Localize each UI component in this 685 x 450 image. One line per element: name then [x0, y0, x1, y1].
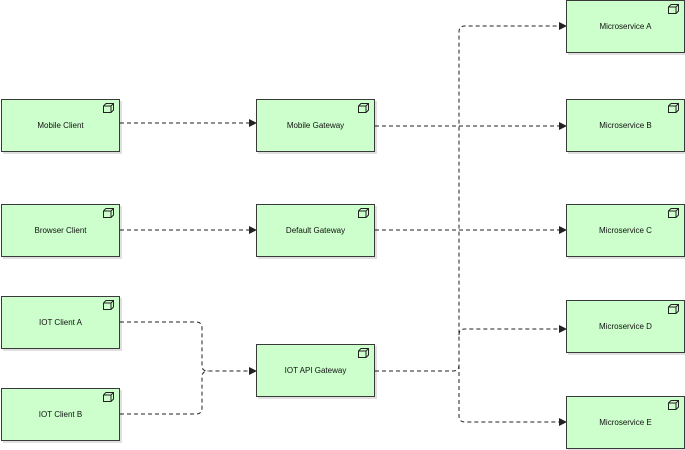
node-microservice-e[interactable]: Microservice E: [566, 396, 685, 449]
node-label: IOT Client A: [39, 318, 82, 327]
node-microservice-a[interactable]: Microservice A: [566, 0, 685, 53]
node-icon: [358, 348, 369, 358]
node-label: Microservice C: [599, 226, 652, 235]
node-default-gateway[interactable]: Default Gateway: [256, 204, 375, 257]
node-icon: [668, 304, 679, 314]
node-label: IOT API Gateway: [284, 366, 347, 375]
node-mobile-gateway[interactable]: Mobile Gateway: [256, 99, 375, 152]
node-icon: [358, 103, 369, 113]
node-label: Microservice A: [599, 22, 652, 31]
node-iot-client-a[interactable]: IOT Client A: [1, 296, 120, 349]
node-icon: [668, 4, 679, 14]
node-icon: [103, 103, 114, 113]
edge-iot-api-gateway-to-microservice-a: [375, 22, 567, 372]
node-label: Browser Client: [34, 226, 87, 235]
node-label: Microservice B: [599, 121, 652, 130]
edge-iot-client-b-to-iot-api-gateway: [120, 370, 209, 415]
node-label: Mobile Gateway: [286, 121, 345, 130]
node-label: Microservice E: [599, 418, 652, 427]
node-microservice-c[interactable]: Microservice C: [566, 204, 685, 257]
node-microservice-b[interactable]: Microservice B: [566, 99, 685, 152]
node-mobile-client[interactable]: Mobile Client: [1, 99, 120, 152]
node-icon: [358, 208, 369, 218]
node-icon: [103, 392, 114, 402]
node-iot-api-gateway[interactable]: IOT API Gateway: [256, 344, 375, 397]
edge-iot-client-a-to-iot-api-gateway: [120, 321, 257, 375]
edge-iot-api-gateway-to-microservice-d: [458, 325, 567, 336]
node-icon: [668, 208, 679, 218]
node-icon: [103, 208, 114, 218]
node-label: IOT Client B: [38, 410, 83, 419]
node-label: Mobile Client: [37, 121, 84, 130]
node-label: Default Gateway: [285, 226, 346, 235]
edge-iot-api-gateway-to-microservice-e: [458, 365, 567, 426]
node-iot-client-b[interactable]: IOT Client B: [1, 388, 120, 441]
node-label: Microservice D: [599, 322, 652, 331]
node-microservice-d[interactable]: Microservice D: [566, 300, 685, 353]
node-browser-client[interactable]: Browser Client: [1, 204, 120, 257]
node-icon: [668, 103, 679, 113]
node-icon: [103, 300, 114, 310]
node-icon: [668, 400, 679, 410]
